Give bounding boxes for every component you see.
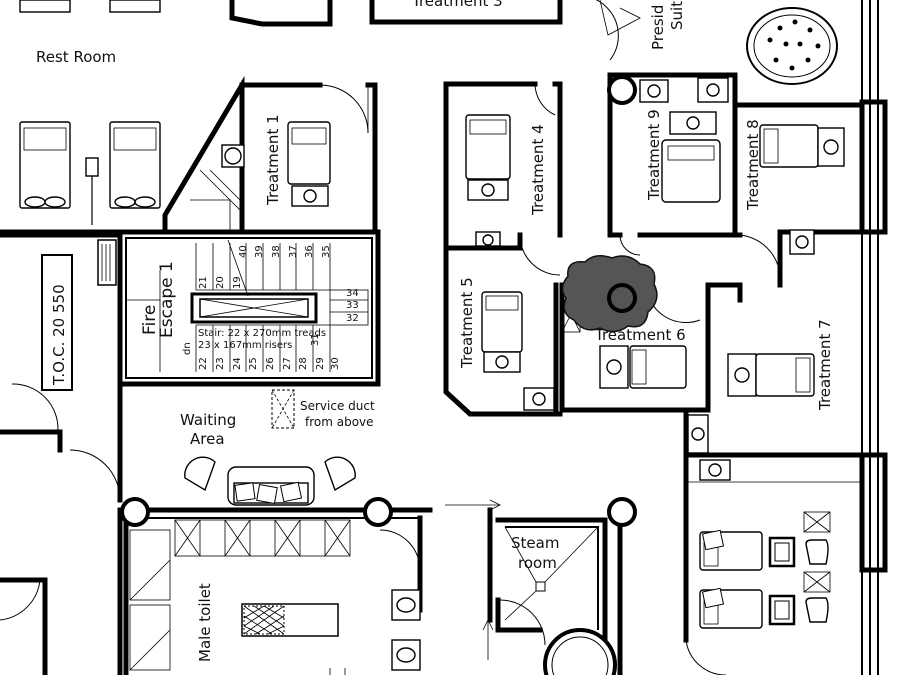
toc-box — [41, 239, 117, 391]
tread-31: 31 — [310, 333, 321, 346]
service-duct-label-1: Service duct — [300, 399, 375, 413]
door-swings — [0, 0, 781, 675]
male-toilet-label: Male toilet — [196, 583, 214, 662]
tread-37: 37 — [288, 245, 299, 258]
tread-22: 22 — [198, 357, 209, 370]
stair-tread-numbers: 21 20 19 40 39 38 37 36 35 22 23 24 25 2… — [198, 245, 359, 370]
treatment-5-label: Treatment 5 — [458, 277, 476, 369]
waiting-area-label-1: Waiting — [180, 411, 236, 429]
fire-escape-label-2: Escape 1 — [157, 261, 177, 338]
treatment-3-label: Treatment 3 — [411, 0, 503, 10]
treatment-1-furniture — [190, 121, 331, 230]
treatment-1-label: Treatment 1 — [264, 114, 282, 206]
tread-35: 35 — [321, 245, 332, 258]
tread-26: 26 — [265, 357, 276, 370]
tread-40: 40 — [238, 245, 249, 258]
treatment-4-label: Treatment 4 — [529, 124, 547, 216]
tread-33: 33 — [346, 300, 359, 311]
steam-room-label-2: room — [518, 554, 557, 572]
treatment-6-label: Treatment 6 — [594, 326, 686, 344]
structural-columns — [120, 75, 637, 527]
tread-23: 23 — [215, 357, 226, 370]
fire-escape-label-1: Fire — [140, 305, 160, 335]
bottom-right-suite-furniture — [686, 459, 862, 629]
tread-25: 25 — [248, 357, 259, 370]
treatment-9-label: Treatment 9 — [645, 109, 663, 201]
stair-spec-2: 23 x 167mm risers — [198, 340, 292, 351]
tread-30: 30 — [330, 357, 341, 370]
tread-20: 20 — [215, 276, 226, 289]
tread-27: 27 — [282, 357, 293, 370]
fire-escape-stair — [126, 239, 369, 372]
waiting-area-label-2: Area — [190, 430, 225, 448]
tread-34: 34 — [346, 288, 359, 299]
tread-39: 39 — [254, 245, 265, 258]
treatment-6-furniture — [599, 345, 709, 454]
tread-32: 32 — [346, 313, 359, 324]
service-duct-label-2: from above — [305, 415, 374, 429]
tread-36: 36 — [304, 245, 315, 258]
tread-28: 28 — [298, 357, 309, 370]
treatment-8-label: Treatment 8 — [744, 119, 762, 211]
toc-label: T.O.C. 20 550 — [50, 284, 68, 386]
tread-21: 21 — [198, 276, 209, 289]
service-duct — [271, 389, 295, 429]
waiting-area-furniture — [184, 456, 356, 506]
stair-spec-1: Stair: 22 x 270mm treads — [198, 328, 326, 339]
rest-room-furniture — [19, 0, 161, 225]
presidential-suite-label-1: Presid — [649, 5, 667, 50]
shaded-cloud — [561, 255, 658, 333]
stair-dn-label: dn — [182, 342, 193, 355]
tread-38: 38 — [271, 245, 282, 258]
male-toilet-fixtures — [129, 519, 421, 675]
treatment-4-5-furniture — [465, 114, 581, 411]
tread-29: 29 — [315, 357, 326, 370]
room-labels: Rest Room Treatment 3 Treatment 1 Treatm… — [36, 0, 834, 662]
tread-19: 19 — [232, 276, 243, 289]
steam-room-label-1: Steam — [511, 534, 559, 552]
rest-room-label: Rest Room — [36, 48, 116, 66]
tread-24: 24 — [232, 357, 243, 370]
presidential-suite-label-2: Suit — [668, 1, 686, 30]
treatment-7-label: Treatment 7 — [816, 319, 834, 411]
treatment-8-9-furniture — [599, 0, 845, 203]
steam-room-fixtures — [445, 499, 617, 675]
treatment-7-furniture — [727, 229, 815, 397]
